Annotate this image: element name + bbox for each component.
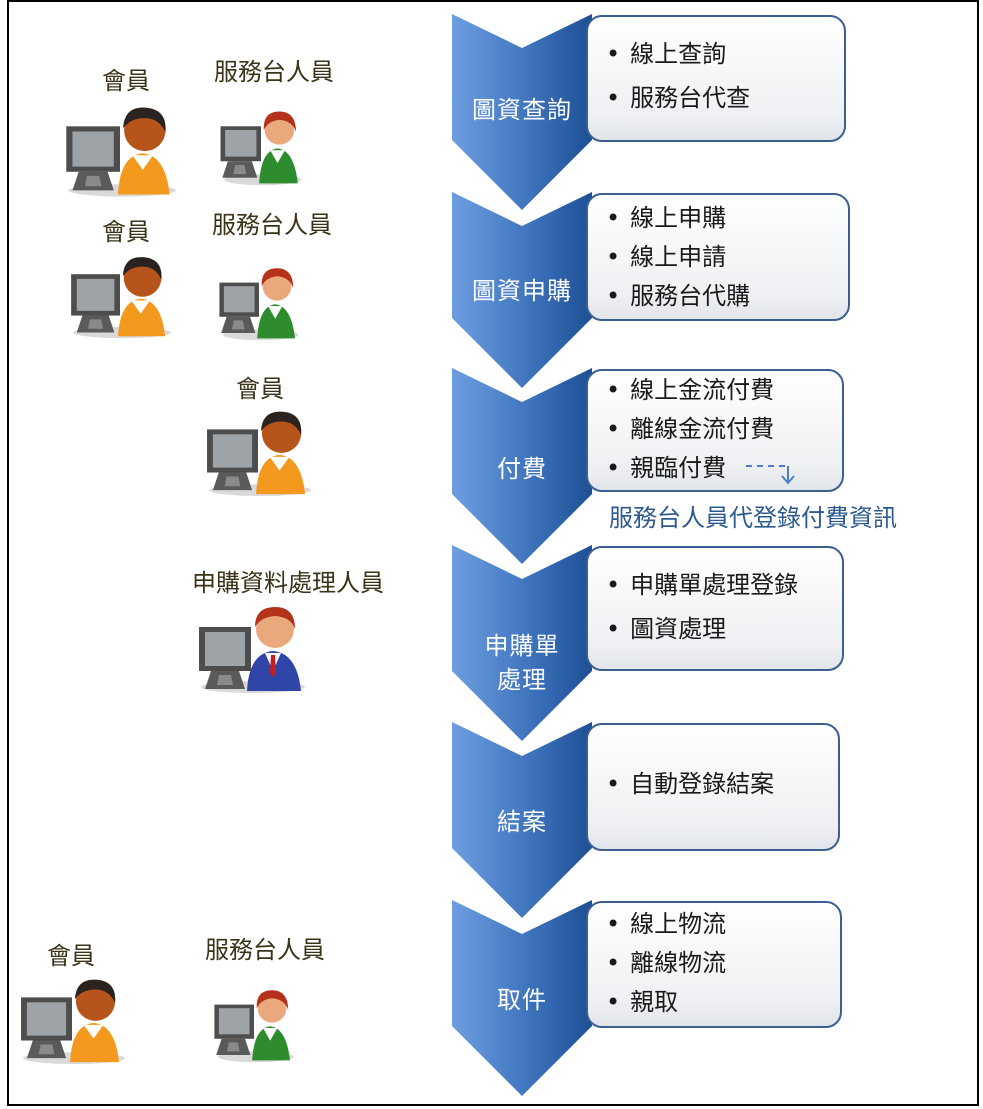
role-member-1: 會員 bbox=[102, 67, 150, 95]
step-2-detail-box: 線上申購 線上申請 服務台代購 bbox=[586, 193, 850, 321]
role-service-desk-2: 服務台人員 bbox=[212, 211, 332, 239]
step-2-item-3: 服務台代購 bbox=[606, 277, 848, 316]
step-2-label: 圖資申購 bbox=[472, 277, 572, 305]
step-1-detail-box: 線上查詢 服務台代查 bbox=[586, 15, 846, 142]
step-1-item-2: 服務台代查 bbox=[606, 79, 844, 118]
role-service-desk-6: 服務台人員 bbox=[205, 936, 325, 964]
step-5-detail-box: 自動登錄結案 bbox=[586, 723, 840, 851]
note-dashed-arrow bbox=[746, 465, 795, 485]
step-6-item-2: 離線物流 bbox=[606, 944, 840, 983]
role-member-3: 會員 bbox=[236, 375, 284, 403]
step-4-detail-box: 申購單處理登錄 圖資處理 bbox=[586, 546, 844, 671]
role-member-6: 會員 bbox=[47, 942, 95, 970]
member-avatar-1 bbox=[58, 95, 182, 199]
role-member-2: 會員 bbox=[102, 218, 150, 246]
step-5-item-1: 自動登錄結案 bbox=[606, 765, 838, 804]
member-avatar-6 bbox=[10, 968, 134, 1066]
step-3-item-2: 離線金流付費 bbox=[606, 410, 842, 449]
diagram-frame bbox=[7, 0, 979, 1106]
service-desk-avatar-6 bbox=[205, 974, 303, 1064]
role-service-desk-1: 服務台人員 bbox=[214, 58, 334, 86]
step-3-detail-box: 線上金流付費 離線金流付費 親臨付費 bbox=[586, 369, 844, 492]
step-1-label: 圖資查詢 bbox=[472, 96, 572, 124]
step-4-label: 申購單 處理 bbox=[484, 632, 560, 694]
member-avatar-2 bbox=[58, 246, 182, 340]
step-6-chevron bbox=[452, 900, 592, 1096]
step-2-item-1: 線上申購 bbox=[606, 199, 848, 238]
step-3-label: 付費 bbox=[497, 455, 547, 483]
step-5-chevron bbox=[452, 722, 592, 918]
step-2-item-2: 線上申請 bbox=[606, 238, 848, 277]
step-4-chevron bbox=[452, 545, 592, 741]
step-6-label: 取件 bbox=[497, 986, 547, 1014]
step-1-chevron bbox=[452, 14, 592, 210]
service-desk-avatar-2 bbox=[210, 252, 308, 342]
member-avatar-3 bbox=[196, 400, 320, 498]
payment-note: 服務台人員代登錄付費資訊 bbox=[609, 504, 897, 532]
step-6-item-3: 親取 bbox=[606, 983, 840, 1022]
step-3-item-1: 線上金流付費 bbox=[606, 371, 842, 410]
processor-avatar bbox=[188, 595, 314, 695]
step-6-item-1: 線上物流 bbox=[606, 905, 840, 944]
step-1-item-1: 線上查詢 bbox=[606, 35, 844, 74]
role-processor: 申購資料處理人員 bbox=[192, 569, 384, 597]
step-3-item-3: 親臨付費 bbox=[606, 449, 842, 488]
step-5-label: 結案 bbox=[497, 808, 547, 836]
step-6-detail-box: 線上物流 離線物流 親取 bbox=[586, 901, 842, 1028]
step-2-chevron bbox=[452, 192, 592, 388]
step-3-chevron bbox=[452, 368, 592, 564]
service-desk-avatar-1 bbox=[212, 95, 310, 187]
step-4-item-1: 申購單處理登錄 bbox=[606, 566, 842, 605]
step-4-item-2: 圖資處理 bbox=[606, 610, 842, 649]
